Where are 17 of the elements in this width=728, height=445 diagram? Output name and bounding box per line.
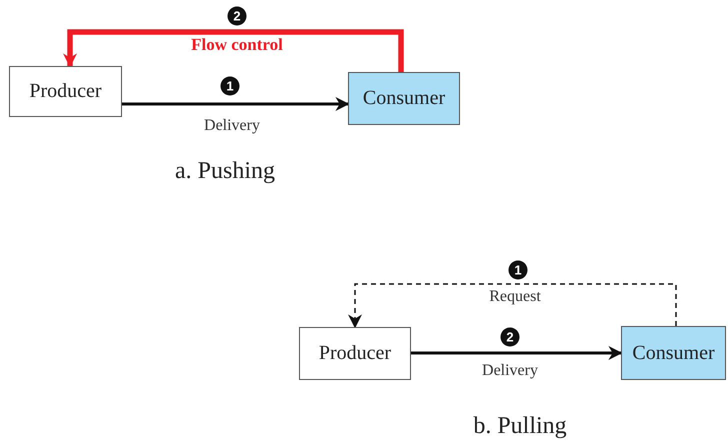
process-box: Producer [299, 327, 411, 380]
edge-label: Request [489, 288, 541, 306]
arrow [63, 29, 404, 72]
step-number-badge: 2 [228, 6, 246, 26]
caption: a. Pushing [175, 158, 275, 184]
arrow [348, 283, 677, 328]
arrow [122, 97, 350, 111]
edge-label: Delivery [204, 117, 260, 135]
process-box: Consumer [348, 72, 460, 125]
process-box: Producer [9, 66, 122, 117]
step-number-badge: 1 [508, 260, 528, 280]
arrow [411, 346, 622, 360]
caption: b. Pulling [473, 413, 567, 440]
process-box: Consumer [621, 326, 726, 380]
step-number-badge: 2 [500, 328, 520, 346]
edge-label: Delivery [482, 362, 538, 380]
step-number-badge: 1 [220, 76, 240, 96]
